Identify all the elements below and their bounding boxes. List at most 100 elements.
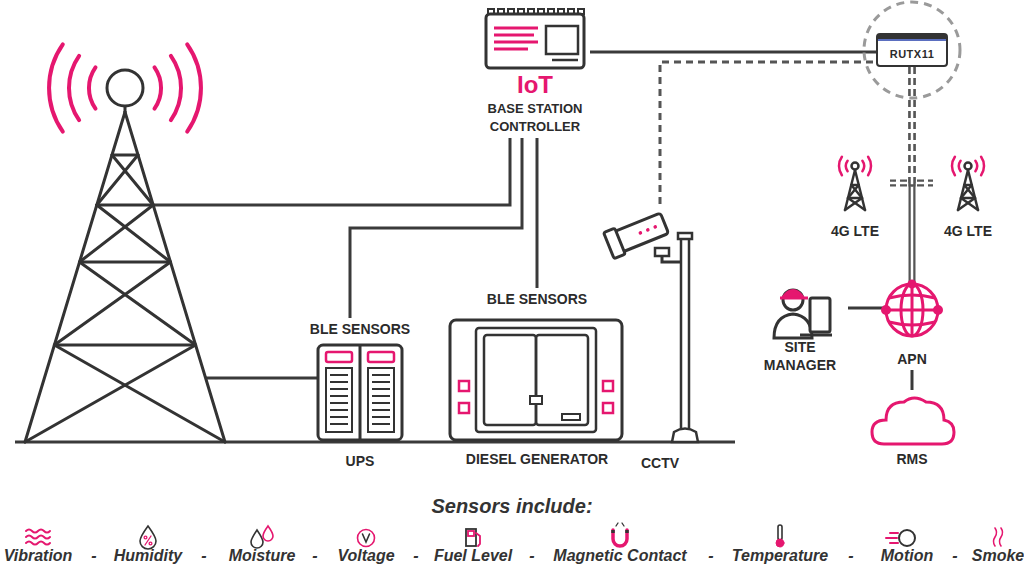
node-label: DIESEL GENERATOR [466,450,608,468]
router-node: RUTX11 [876,33,948,67]
lte-tower [848,185,859,198]
connector-line [536,138,539,288]
magnet-icon [613,523,627,546]
globe-icon [883,281,942,336]
separator-dash: - [952,546,957,566]
node-label: BLE SENSORS [487,290,587,308]
ups-cabinet [318,345,402,440]
signal-arcs [868,157,871,175]
camera-node: CCTV [600,204,720,474]
ups-indicator [326,352,394,362]
generator-indicator [459,381,469,391]
separator-dash: - [848,546,853,566]
smoke-icon [1000,528,1003,546]
camera-body [638,231,643,236]
separator-dash: - [312,546,317,566]
ups-cabinet [326,368,352,432]
legend-heading: Sensors include: [431,494,592,518]
thermometer-icon [776,525,784,547]
controller-node: IoTBASE STATION CONTROLLER [480,12,590,138]
ups-cabinet [368,368,394,432]
node-label: 4G LTE [831,222,879,240]
cell-tower [25,345,196,442]
cell-tower [97,155,138,205]
cloud-node: RMS [870,390,954,472]
camera-pole [655,248,669,256]
legend-text: Motion [881,547,933,564]
cloud-icon [872,398,954,444]
fuel-icon [468,531,474,536]
signal-arcs [155,67,162,108]
camera-body [604,228,626,258]
battery-node: BLE SENSORSUPS [300,318,420,474]
node-label: BLE SENSORS [310,320,410,338]
signal-arcs [839,157,871,175]
signal-arcs [171,56,181,120]
person-icon [774,290,832,338]
controller-lines [494,27,538,30]
magnet-icon [616,523,624,526]
camera-body [653,225,658,230]
generator-indicator [459,403,469,413]
signal-arcs [839,157,842,175]
camera-body [604,210,670,258]
separator-dash: - [708,546,713,566]
humidity-icon [140,526,156,549]
cloud-icon [872,398,954,444]
legend-item: Magnetic Contact [553,546,686,566]
humidity-icon [140,526,156,549]
legend-text: Humidity [114,547,182,564]
globe-icon [935,307,942,314]
person-icon [783,290,803,310]
network-node: APN [884,282,940,370]
connector-line [848,307,884,310]
legend-item: Vibration [4,546,73,566]
camera-pole [681,238,689,434]
connector-line [911,183,914,282]
controller-device [486,9,584,68]
voltage-icon [358,530,375,547]
generator-indicator [603,381,613,391]
node-label: RMS [896,450,927,468]
motion-icon [886,537,897,539]
cell-tower [25,70,225,442]
legend-item: Humidity [114,546,182,566]
signal-arcs [862,161,864,171]
generator-indicator [603,403,613,413]
node-label: APN [897,350,927,368]
sensor-icon [26,523,1003,549]
voltage-icon [358,530,375,547]
cell-tower [97,204,153,207]
legend-text: Moisture [229,547,296,564]
ups-cabinet [359,345,362,440]
signal-arcs [846,161,848,171]
cell-tower [54,344,195,347]
generator-indicator [459,381,613,413]
connector [537,138,538,288]
motion-icon [890,532,898,534]
legend-text: Fuel Level [434,547,512,564]
moisture-icon [263,526,273,541]
fuel-icon [476,533,480,546]
cell-tower [80,261,171,264]
ups-cabinet [330,375,390,424]
controller-lines [494,28,538,49]
legend-text: Vibration [4,547,73,564]
connector [590,52,876,53]
connector [912,67,933,183]
connector [660,62,876,204]
signal-arcs [187,44,201,131]
connector [912,370,913,390]
globe-icon [889,295,935,298]
generator-body [536,335,588,425]
moisture-icon [251,530,263,548]
legend-item: Fuel Level [434,546,512,566]
node-label: RUTX11 [890,47,935,61]
camera-body [645,228,650,233]
humidity-icon [144,536,147,539]
separator-dash: - [413,546,418,566]
lte-tower [961,185,972,198]
separator-dash: - [201,546,206,566]
